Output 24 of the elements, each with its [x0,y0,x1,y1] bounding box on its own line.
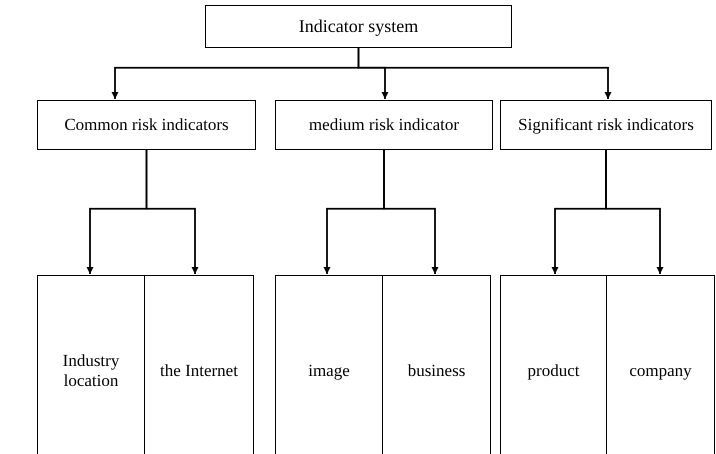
indicator-box [37,100,256,150]
box-label: Significant risk indicators [518,115,694,135]
box-label: the Internet [160,360,238,380]
indicator-box [382,275,491,454]
indicator-box [275,275,383,454]
indicator-box [144,275,254,454]
arrow [146,150,198,274]
arrow [358,48,612,99]
indicator-box [500,275,607,454]
indicator-box [275,100,493,150]
box-label: product [528,360,580,380]
indicator-box [606,275,715,454]
box-label: business [408,360,466,380]
box-label: Indicator system [298,16,418,37]
arrow [383,150,438,274]
box-label: Industry location [62,350,120,390]
box-label: image [308,360,350,380]
indicator-box [205,5,512,48]
box-label: medium risk indicator [308,115,460,135]
indicator-box [37,275,145,454]
arrow [605,150,664,274]
box-label: company [629,360,692,380]
indicator-box [500,100,712,150]
box-label: Common risk indicators [64,115,229,135]
